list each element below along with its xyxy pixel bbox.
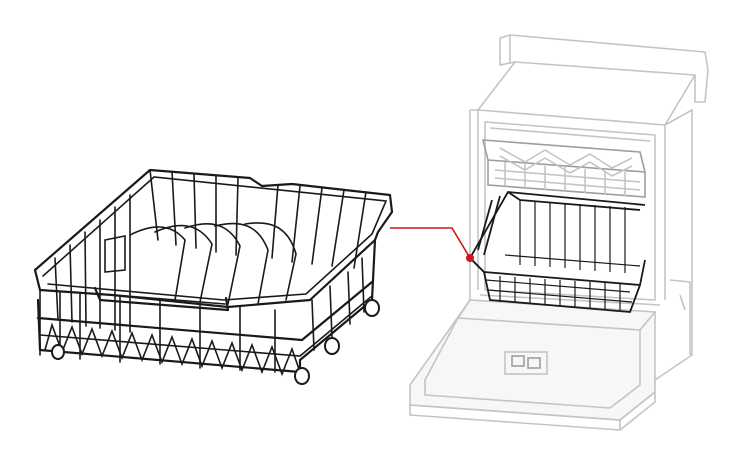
dishwasher-tub: [484, 121, 656, 301]
rack-wheel: [324, 337, 340, 355]
rack-wheel: [294, 367, 310, 385]
rack-wheels: [51, 299, 380, 385]
callout-leader-line: [390, 227, 471, 259]
rack-top-rim: [33, 168, 394, 309]
callout-dot: [466, 254, 474, 262]
rack-wheel: [51, 344, 65, 360]
upper-rack: [481, 139, 647, 198]
dishwasher-top-frame: [499, 34, 709, 103]
callout: [390, 227, 474, 262]
rack-wheel: [364, 299, 380, 317]
dishwasher-door: [409, 299, 656, 431]
rack-front-handle: [93, 286, 230, 312]
rack-lower-frame: [36, 238, 377, 374]
lower-rack-installed: [469, 191, 646, 313]
lower-dish-rack: [33, 168, 394, 385]
rack-side-clip: [104, 235, 126, 273]
dishwasher: [409, 34, 709, 431]
dishwasher-body: [470, 109, 693, 381]
